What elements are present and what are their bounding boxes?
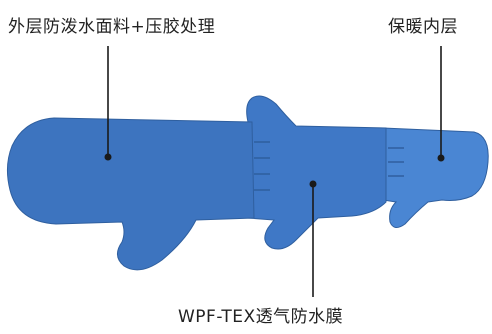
membrane-layer-glove [246, 95, 387, 250]
membrane-label: WPF-TEX透气防水膜 [178, 307, 344, 327]
inner-layer-leader-dot [437, 154, 445, 162]
outer-layer-label: 外层防泼水面料+压胶处理 [8, 17, 216, 37]
outer-layer-glove [6, 117, 255, 271]
membrane-layer-shape [246, 95, 387, 250]
inner-layer-glove [382, 127, 489, 228]
inner-layer-shape [382, 127, 489, 228]
inner-layer-label: 保暖内层 [388, 17, 458, 37]
outer-layer-leader-dot [104, 153, 112, 161]
membrane-leader-dot [309, 180, 317, 188]
outer-layer-shape [6, 117, 255, 271]
leader-lines [104, 46, 445, 297]
